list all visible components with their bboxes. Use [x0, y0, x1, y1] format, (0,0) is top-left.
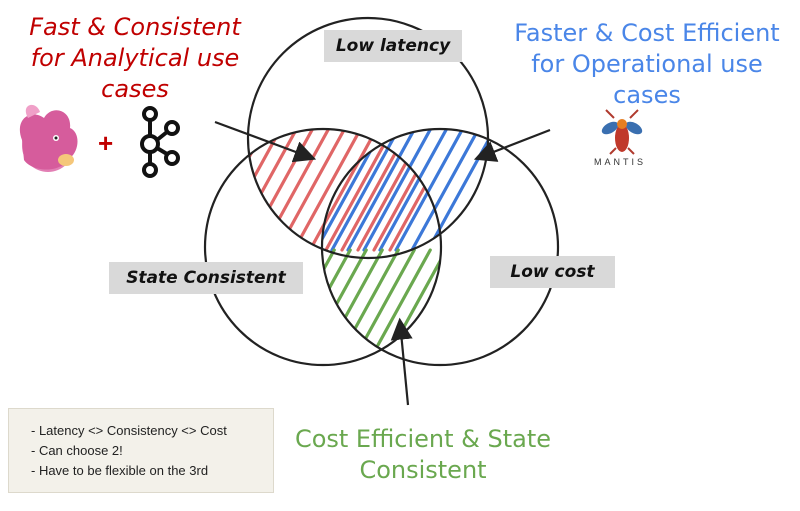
analytical-callout-line-1: Fast & Consistent [29, 13, 241, 41]
operational-callout-line-1: Faster & Cost Efficient [514, 19, 780, 47]
state-cost-callout-line-2: Consistent [359, 456, 487, 484]
operational-callout-line-2: for Operational use [531, 50, 763, 78]
squirrel-logo-icon [19, 104, 78, 172]
low-latency-circle [246, 16, 490, 260]
notes-box: - Latency <> Consistency <> Cost - Can c… [8, 408, 274, 493]
state-consistent-label: State Consistent [109, 262, 303, 294]
analytical-callout-line-2: for Analytical use [30, 44, 240, 72]
note-line-2: - Can choose 2! [31, 443, 123, 458]
operational-hatch-line [394, 129, 475, 252]
operational-hatch-line [362, 129, 443, 252]
note-line-3: - Have to be flexible on the 3rd [31, 463, 209, 478]
state-cost-hatch-line [376, 248, 432, 347]
analytical-hatch-line [248, 129, 325, 252]
low-cost-circle [320, 127, 560, 367]
analytical-hatch-line [276, 129, 357, 252]
analytical-arrow [214, 120, 317, 163]
analytical-callout-line-3: cases [101, 75, 169, 103]
analytical-hatch-line [150, 110, 227, 250]
plus-sign: + [98, 128, 114, 158]
kafka-logo-icon [140, 106, 180, 178]
state-cost-hatch-line [360, 248, 416, 347]
state-cost-callout-line-1: Cost Efficient & State [294, 425, 552, 453]
state-cost-hatch-line [344, 248, 400, 347]
state-cost-callout: Cost Efficient & State Consistent [288, 424, 558, 486]
operational-hatch-line [426, 129, 488, 252]
operational-callout: Faster & Cost Efficient for Operational … [508, 18, 786, 111]
mantis-logo-icon [601, 109, 643, 155]
low-latency-label: Low latency [324, 30, 462, 62]
state-cost-hatch-line [424, 248, 441, 347]
operational-hatch-line [378, 129, 459, 252]
state-cost-hatch-line [322, 248, 336, 347]
state-cost-hatch-line [440, 248, 441, 347]
state-consistent-circle [203, 127, 443, 367]
mantis-logo-text: MANTIS [594, 157, 647, 167]
state-cost-arrow [390, 317, 413, 406]
operational-callout-line-3: cases [613, 81, 681, 109]
state-cost-hatch-line [408, 248, 441, 347]
operational-hatch-line [458, 129, 488, 252]
analytical-callout: Fast & Consistent for Analytical use cas… [20, 12, 250, 105]
low-cost-label: Low cost [490, 256, 615, 288]
note-line-1: - Latency <> Consistency <> Cost [31, 423, 227, 438]
operational-arrow [473, 128, 551, 162]
